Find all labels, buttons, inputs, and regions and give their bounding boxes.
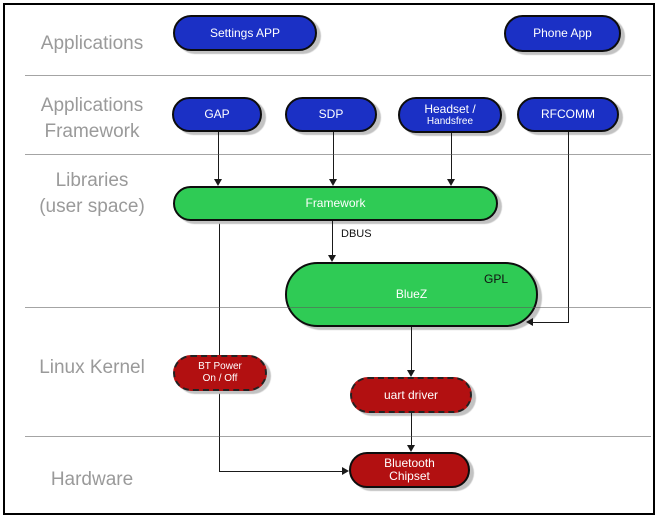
layer-label-linux-kernel: Linux Kernel <box>39 357 145 378</box>
diagram-border <box>3 3 655 515</box>
edge-uart-to-chipset <box>411 413 412 447</box>
arrowhead-headset-to-framework <box>447 179 455 186</box>
arrowhead-rfcomm-to-bluez <box>526 318 533 326</box>
layer-label-libraries: Libraries (user space) <box>39 170 145 217</box>
edge-framework-to-bluez-dbus <box>332 221 333 257</box>
node-phone-app: Phone App <box>504 15 621 52</box>
node-gap: GAP <box>172 97 262 132</box>
divider-applications-framework <box>25 75 651 76</box>
edge-gap-to-framework <box>218 132 219 181</box>
node-headset-handsfree: Headset / Handsfree <box>398 97 502 133</box>
layer-label-hardware: Hardware <box>50 469 134 490</box>
node-rfcomm: RFCOMM <box>517 97 619 132</box>
node-framework: Framework <box>173 186 498 221</box>
divider-framework-libraries <box>25 154 651 155</box>
arrowhead-framework-to-bluez <box>328 255 336 262</box>
arrowhead-uart-to-chipset <box>407 445 415 452</box>
layer-label-applications-framework: Applications Framework <box>40 95 144 142</box>
node-sdp: SDP <box>285 97 377 132</box>
node-settings-app: Settings APP <box>173 15 317 51</box>
edge-rfcomm-to-bluez-horizontal <box>533 322 569 323</box>
node-bluetooth-chipset: Bluetooth Chipset <box>349 452 470 488</box>
node-uart-driver: uart driver <box>350 377 472 413</box>
edge-headset-to-framework <box>451 133 452 181</box>
arrowhead-sdp-to-framework <box>329 179 337 186</box>
edge-framework-to-chipset-horizontal <box>219 471 342 472</box>
edge-framework-to-chipset-vertical <box>219 221 220 472</box>
layer-label-applications: Applications <box>40 33 144 54</box>
arrowhead-gap-to-framework <box>214 179 222 186</box>
edge-sdp-to-framework <box>333 132 334 181</box>
edge-bluez-to-uart <box>411 327 412 372</box>
arrowhead-framework-to-chipset <box>342 467 349 475</box>
arrowhead-bluez-to-uart <box>407 370 415 377</box>
dbus-edge-label: DBUS <box>341 228 372 240</box>
edge-rfcomm-to-bluez-vertical <box>568 132 569 323</box>
divider-kernel-hardware <box>25 436 651 437</box>
node-bt-power: BT Power On / Off <box>173 355 267 391</box>
gpl-badge: GPL <box>483 272 508 286</box>
node-bluez: GPL BlueZ <box>285 262 538 327</box>
divider-libraries-kernel <box>25 307 651 308</box>
